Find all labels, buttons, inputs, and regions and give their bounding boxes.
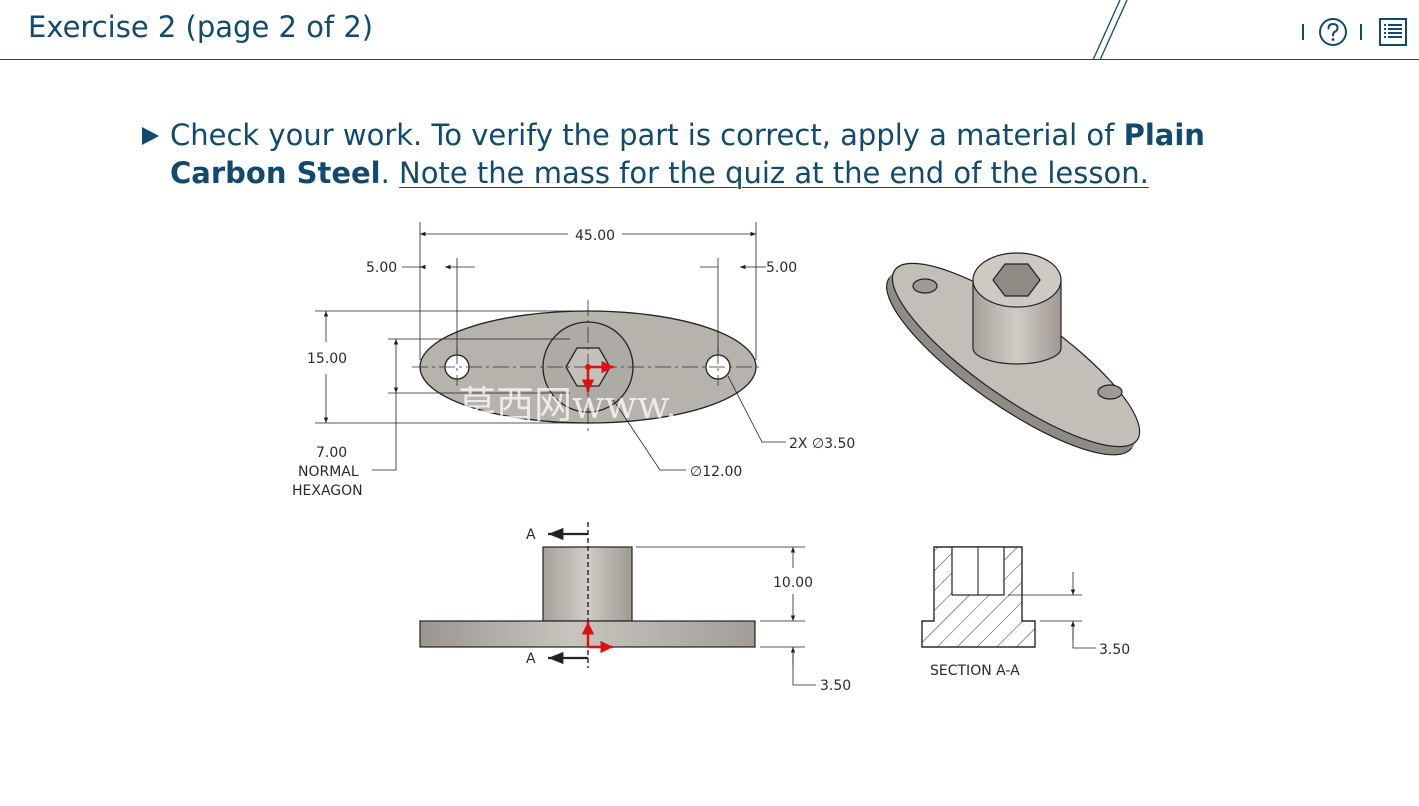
- list-menu-icon: [1379, 18, 1407, 46]
- menu-button[interactable]: [1378, 17, 1408, 47]
- dim-right-offset: 5.00: [766, 260, 797, 276]
- mass-note: Note the mass for the quiz at the end of…: [399, 156, 1149, 190]
- top-view-dimensions: [315, 222, 786, 471]
- section-view-dimensions: [1008, 572, 1096, 649]
- dim-overall-width: 45.00: [575, 228, 615, 244]
- material-name: Plain Carbon Steel: [170, 118, 1205, 190]
- dim-plate-thickness: 3.50: [820, 678, 851, 694]
- dim-left-offset: 5.00: [366, 260, 397, 276]
- section-view-labels: 3.50 SECTION A-A: [930, 642, 1130, 679]
- front-view-labels: A A 10.00 3.50: [526, 527, 851, 694]
- help-button[interactable]: [1318, 17, 1348, 47]
- dim-boss-height: 10.00: [773, 575, 813, 591]
- header-separator: [1302, 24, 1304, 40]
- header-separator: [1360, 24, 1362, 40]
- instruction-bullet: Check your work. To verify the part is c…: [142, 116, 1222, 192]
- isometric-view: [886, 252, 1141, 456]
- dim-boss-diameter: ∅12.00: [690, 464, 742, 480]
- header-divider: [0, 59, 1419, 60]
- watermark: 莫西网www.: [458, 383, 677, 427]
- dim-holes: 2X ∅3.50: [789, 436, 855, 452]
- section-label: SECTION A-A: [930, 663, 1020, 679]
- question-circle-icon: [1319, 18, 1347, 46]
- slash-decoration: [1092, 0, 1128, 60]
- section-marker-bottom: A: [526, 651, 536, 667]
- dim-hexagon-shape: HEXAGON: [292, 483, 363, 499]
- dim-hexagon-size: 7.00: [316, 445, 347, 461]
- page-title: Exercise 2 (page 2 of 2): [28, 10, 374, 44]
- section-marker-top: A: [526, 527, 536, 543]
- dim-section-thickness: 3.50: [1099, 642, 1130, 658]
- top-view-dim-labels: 45.00 5.00 5.00 15.00 7.00 NORMAL HEXAGO…: [292, 228, 855, 499]
- front-view-dimensions: [636, 546, 816, 686]
- instruction-text: Check your work. To verify the part is c…: [170, 118, 1205, 190]
- dim-hexagon-type: NORMAL: [298, 464, 359, 480]
- section-view: [921, 546, 1036, 648]
- dim-height: 15.00: [307, 351, 347, 367]
- bullet-arrow-icon: [142, 127, 159, 145]
- front-view: [419, 522, 756, 668]
- header-bar: Exercise 2 (page 2 of 2): [0, 0, 1419, 60]
